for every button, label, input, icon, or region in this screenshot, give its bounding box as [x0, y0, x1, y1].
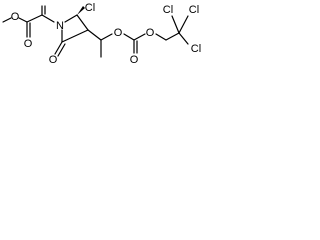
atom-label-oxygen: O: [114, 27, 123, 39]
chemical-structure-canvas: O O N O Cl O O O Cl Cl Cl: [0, 0, 208, 87]
wedge-bond: [77, 6, 85, 15]
bond: [87, 29, 102, 41]
bond: [123, 33, 135, 41]
atom-label-chlorine: Cl: [85, 2, 95, 14]
bond: [165, 32, 180, 41]
bond: [64, 14, 78, 23]
bond: [18, 17, 28, 23]
atom-label-oxygen: O: [24, 38, 33, 50]
bond: [155, 33, 167, 41]
bond: [54, 41, 63, 55]
bond: [100, 33, 113, 41]
bond: [41, 14, 55, 23]
bond: [178, 15, 189, 34]
atom-label-nitrogen: N: [56, 20, 64, 32]
bond: [178, 32, 189, 45]
bond: [76, 14, 89, 31]
molecule-drawing: O O N O Cl O O O Cl Cl Cl: [2, 2, 201, 66]
atom-label-chlorine: Cl: [191, 43, 201, 55]
atom-label-oxygen: O: [49, 54, 58, 66]
atom-label-oxygen: O: [146, 27, 155, 39]
bond: [57, 43, 66, 57]
atom-label-chlorine: Cl: [163, 4, 173, 16]
bond: [61, 29, 89, 43]
bond: [171, 15, 180, 34]
bond: [133, 33, 146, 41]
bond: [26, 14, 43, 23]
atom-label-oxygen: O: [130, 54, 139, 66]
atom-label-oxygen: O: [11, 11, 20, 23]
atom-label-chlorine: Cl: [189, 4, 199, 16]
bond: [2, 17, 12, 23]
